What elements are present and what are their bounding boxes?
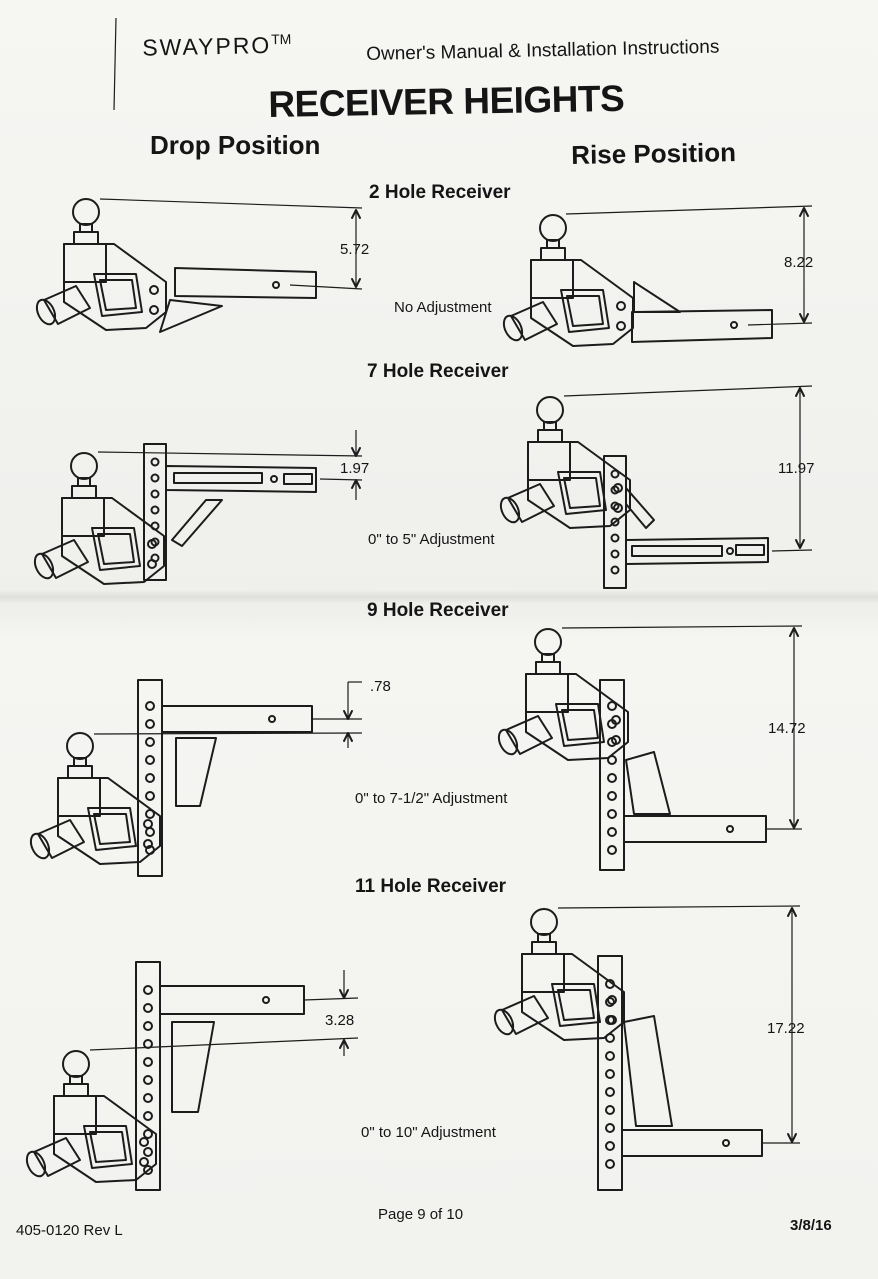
diagram-11-hole-drop: [22, 961, 359, 1191]
rise-dimension-9-hole: 14.72: [768, 720, 806, 737]
diagram-11-hole-rise: [490, 905, 801, 1191]
section-title-2-hole: 2 Hole Receiver: [369, 182, 511, 203]
diagram-7-hole-rise: [496, 385, 813, 589]
diagram-2-hole-rise: [499, 205, 813, 347]
adjustment-9-hole: 0" to 7-1/2" Adjustment: [355, 790, 508, 807]
drop-dimension-9-hole: .78: [370, 678, 391, 695]
drop-position-heading: Drop Position: [150, 130, 321, 160]
diagram-9-hole-rise: [494, 625, 803, 871]
adjustment-2-hole: No Adjustment: [394, 299, 492, 316]
revision-date: 3/8/16: [790, 1217, 832, 1234]
rise-dimension-11-hole: 17.22: [767, 1020, 805, 1037]
diagram-9-hole-drop: [26, 679, 363, 877]
section-title-9-hole: 9 Hole Receiver: [367, 600, 509, 621]
page-number: Page 9 of 10: [378, 1206, 464, 1223]
diagram-2-hole-drop: [32, 198, 363, 333]
drop-dimension-2-hole: 5.72: [340, 241, 370, 258]
part-number: 405-0120 Rev L: [16, 1222, 123, 1239]
paper-fold: [0, 590, 878, 604]
section-title-7-hole: 7 Hole Receiver: [367, 361, 509, 382]
rise-dimension-2-hole: 8.22: [784, 254, 814, 271]
diagram-7-hole-drop: [30, 430, 363, 585]
drop-dimension-7-hole: 1.97: [340, 460, 370, 477]
adjustment-7-hole: 0" to 5" Adjustment: [368, 531, 495, 548]
adjustment-11-hole: 0" to 10" Adjustment: [361, 1124, 496, 1141]
rise-dimension-7-hole: 11.97: [778, 460, 815, 477]
drop-dimension-11-hole: 3.28: [325, 1012, 355, 1029]
section-title-11-hole: 11 Hole Receiver: [355, 876, 507, 897]
